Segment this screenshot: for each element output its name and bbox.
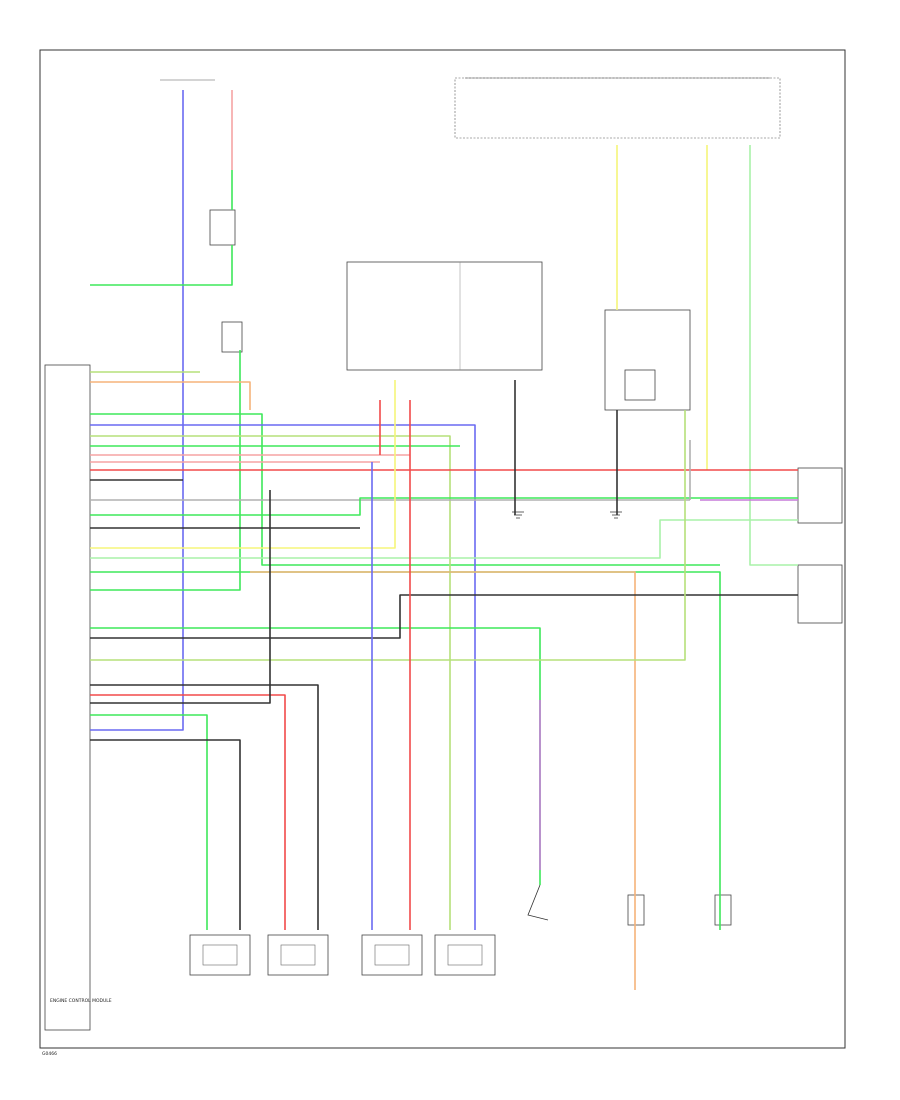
ground-symbol-2 [610, 511, 622, 519]
diagram-frame [39, 49, 846, 1049]
relay-left [209, 209, 236, 246]
wire-green-6 [90, 627, 541, 885]
wire-green-4 [90, 497, 798, 516]
wire-yellow-1 [90, 380, 396, 549]
wire-orange-1 [90, 381, 251, 410]
wire-lightgreen-2 [90, 519, 798, 559]
wire-green-relay [90, 245, 233, 286]
actuator-group [189, 934, 496, 976]
sensor-arrow [527, 884, 549, 921]
wire-lime-3 [90, 410, 686, 661]
wire-black-3 [90, 594, 798, 639]
ground-symbol-1 [512, 511, 524, 519]
sensor-box-2 [714, 894, 732, 926]
wire-green-ecm [90, 350, 241, 591]
wire-blue-feed [90, 90, 184, 731]
actuator-box-4 [434, 934, 496, 976]
right-box-lower [797, 564, 843, 624]
fuse-relay-block [454, 77, 781, 139]
wire-lime-2 [90, 435, 451, 930]
wire-red-2 [90, 694, 286, 930]
sensor-box-1 [627, 894, 645, 926]
actuator-box-1 [189, 934, 251, 976]
actuator-box-3 [361, 934, 423, 976]
wire-orange-2 [250, 571, 636, 990]
ecm-connector [44, 364, 91, 1031]
footer-code: G0466 [42, 1051, 57, 1057]
actuator-inner-3 [374, 944, 410, 966]
actuator-box-2 [267, 934, 329, 976]
wire-layer [90, 90, 798, 990]
ecm-label: ENGINE CONTROL MODULE [50, 998, 112, 1004]
wire-blue-2 [90, 424, 476, 930]
center-switch-module [346, 261, 543, 371]
wire-green-7 [90, 714, 208, 930]
wire-black-5 [90, 490, 271, 704]
wire-black-6 [90, 739, 241, 930]
wire-black-4 [90, 684, 319, 930]
ground-symbols [512, 511, 622, 519]
right-box-upper [797, 467, 843, 524]
wire-green-5 [90, 571, 721, 930]
actuator-inner-2 [280, 944, 316, 966]
wire-green-2 [90, 413, 720, 566]
right-relay-inner [624, 369, 656, 401]
relay-left-2 [221, 321, 243, 353]
actuator-inner-1 [202, 944, 238, 966]
actuator-inner-4 [447, 944, 483, 966]
wire-lightgreen-right [749, 145, 798, 566]
